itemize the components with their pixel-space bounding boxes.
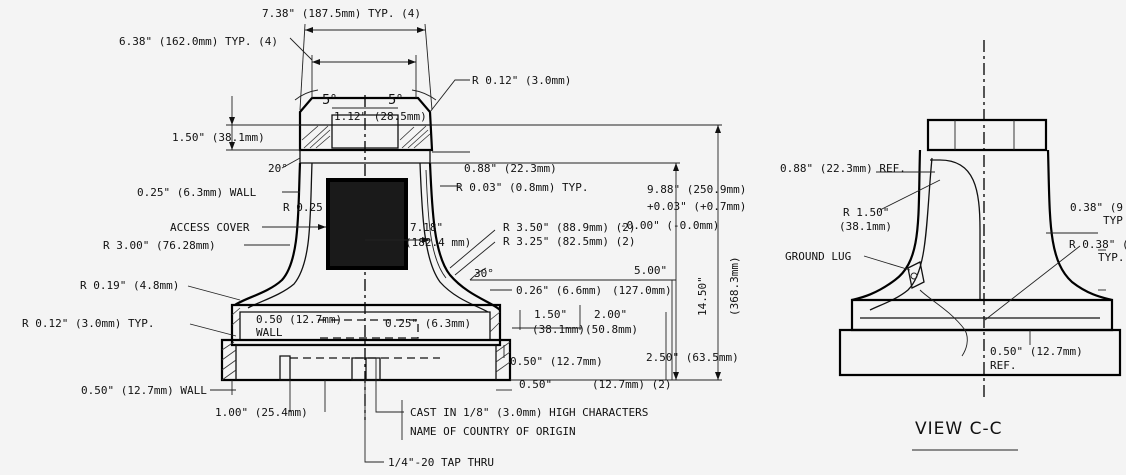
cc-cut-r038-b: TYP. [1098,251,1125,264]
base-pad-inner [236,344,497,380]
hidden-cavity [318,319,419,339]
height-total-b: (368.3mm) [728,256,741,316]
cc-body-right [1046,149,1113,302]
dim-top-width: 7.38" (187.5mm) TYP. (4) [262,7,421,20]
cc-cavity-arc [930,159,981,300]
dim-381-508: (38.1mm)(50.8mm) [532,323,638,336]
angle-20: 20° [268,162,288,175]
radius-350: R 3.50" (88.9mm) (2) [503,221,635,234]
dim-cap-height: 1.50" (38.1mm) [172,131,265,144]
dim-150: 1.50" [534,308,567,321]
main-view-outline [220,95,512,420]
cc-dim-050-a: 0.50" (12.7mm) [990,345,1083,358]
base-flange [230,303,502,347]
dim-200: 2.00" [594,308,627,321]
dim-025-b: 0.25" (6.3mm) [385,317,471,330]
tap-boss [351,357,381,381]
cap-hatch [301,125,431,149]
main-view-labels: 7.38" (187.5mm) TYP. (4) 6.38" (162.0mm)… [22,7,746,469]
note-cast-characters: CAST IN 1/8" (3.0mm) HIGH CHARACTERS [410,406,648,419]
top-cap [298,96,434,152]
radius-003: R 0.03" (0.8mm) TYP. [456,181,588,194]
wall-050: 0.50" (12.7mm) WALL [81,384,207,397]
cc-body-left [851,149,922,302]
radius-012-typ: R 0.12" (3.0mm) TYP. [22,317,154,330]
tap-note: 1/4"-20 TAP THRU [388,456,494,469]
cc-wire [919,289,968,357]
dim-026: 0.26" (6.6mm) [516,284,602,297]
ground-lug-shape [907,261,925,289]
cc-radius-150-a: R 1.50" [843,206,889,219]
dim-050-a: 0.50 (12.7mm) [256,313,342,326]
cc-leader-lug [863,255,911,271]
cc-base-flange [850,298,1114,332]
dim-1270: (127.0mm) [612,284,672,297]
cc-leader-r150 [879,179,941,211]
radius-top: R 0.12" (3.0mm) [472,74,571,87]
ground-lug-hole [910,272,918,280]
dim-top-opening: 1.12" (28.5mm) [334,110,427,123]
dim-wall-top: 0.88" (22.3mm) [464,162,557,175]
radius-019: R 0.19" (4.8mm) [80,279,179,292]
note-country-origin: NAME OF COUNTRY OF ORIGIN [410,425,576,438]
angle-right: 5° [388,93,403,108]
main-dimension-lines [187,23,722,463]
dim-500: 5.00" [634,264,667,277]
cc-dim-050-b: REF. [990,359,1017,372]
view-cc-outline [838,40,1122,451]
cc-leader-r038 [984,245,1081,321]
height-total-a: 14.50" [696,276,709,316]
dim-718-a: 7.18" [410,221,443,234]
dim-050-c: 0.50" [519,378,552,391]
arrowheads [229,27,721,380]
radius-300: R 3.00" (76.28mm) [103,239,216,252]
radius-025-partial: R 0.25 [283,201,323,214]
cc-cut-038-b: TYP [1103,214,1123,227]
view-cc-labels: 0.88" (22.3mm) REF. R 1.50" (38.1mm) 0.3… [780,162,1126,439]
dim-050-b: 0.50" (12.7mm) [510,355,603,368]
dim-127-2: (12.7mm) (2) [592,378,671,391]
cc-base-pad [838,328,1122,377]
angle-30: 30° [474,267,494,280]
cc-cut-038-a: 0.38" (9 [1070,201,1123,214]
cc-radius-150-b: (38.1mm) [839,220,892,233]
dim-100: 1.00" (25.4mm) [215,406,308,419]
body-left-inner [247,162,313,309]
cc-cut-r038-a: R 0.38" (9 [1069,238,1126,251]
cc-top-cap [926,118,1048,152]
angle-left: 5° [322,93,337,108]
neck-band [299,150,431,164]
view-cc-title: VIEW C-C [915,419,1002,439]
access-cover-label: ACCESS COVER [170,221,250,234]
height-988-b: +0.03" (+0.7mm) [647,200,746,213]
body-right-mid [425,169,447,279]
radius-325: R 3.25" (82.5mm) (2) [503,235,635,248]
access-cover-texture [330,182,404,266]
body-right-outer [428,162,501,311]
dim-250: 2.50" (63.5mm) [646,351,739,364]
cc-cavity-left [869,157,933,311]
wall-label: WALL [256,326,283,339]
wall-thickness: 0.25" (6.3mm) WALL [137,186,257,199]
cc-ground-lug: GROUND LUG [785,250,851,263]
base-hatch [221,307,511,381]
height-988-c: -0.00" (-0.0mm) [620,219,719,232]
dim-inner-width: 6.38" (162.0mm) TYP. (4) [119,35,278,48]
left-foot [279,355,291,381]
cc-ref-088: 0.88" (22.3mm) REF. [780,162,906,175]
dim-718-b: (182.4 mm) [405,236,471,249]
body-left-outer [234,162,302,306]
cap-opening [331,114,399,149]
height-988-a: 9.88" (250.9mm) [647,183,746,196]
